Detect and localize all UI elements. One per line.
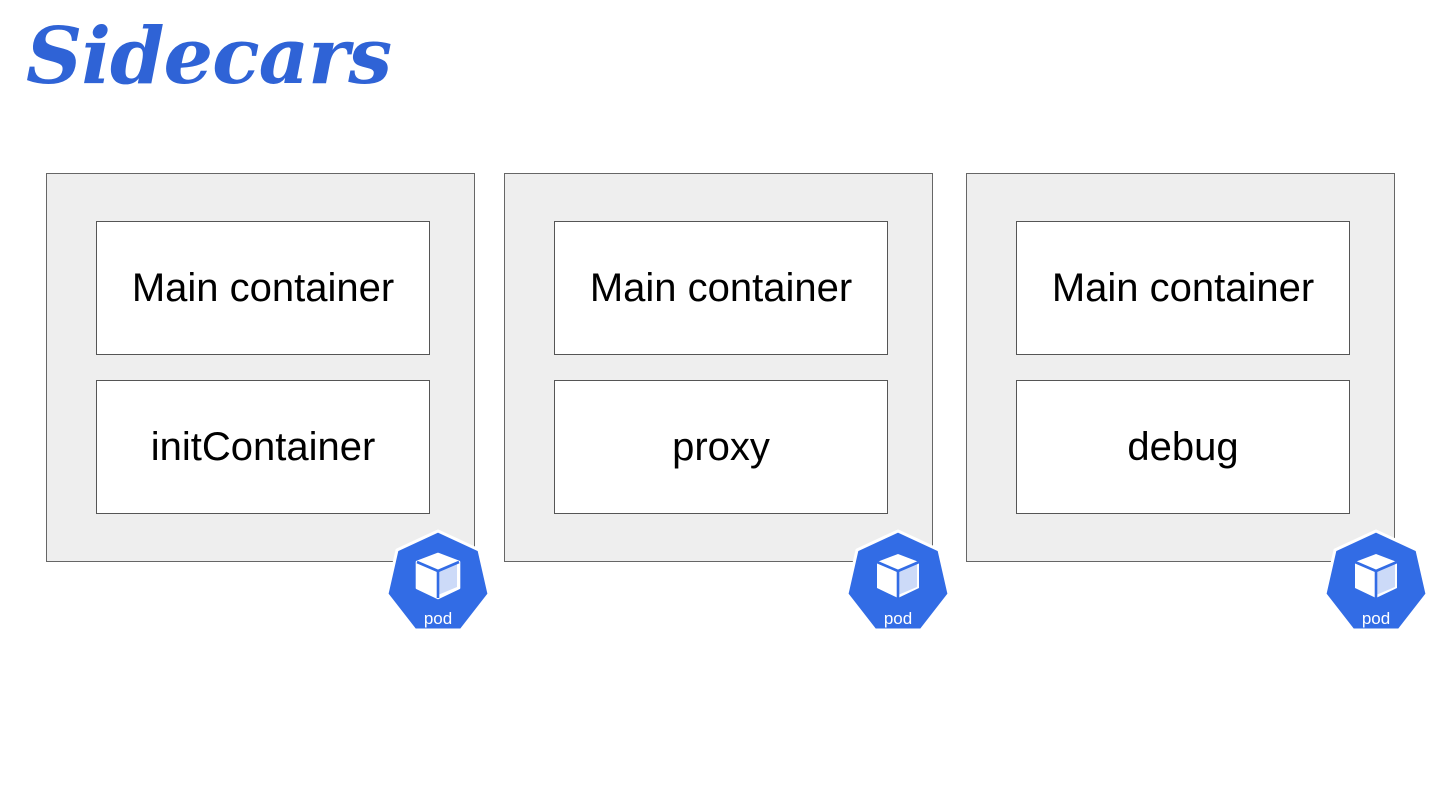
main-container-box: Main container	[554, 221, 888, 355]
main-container-box: Main container	[1016, 221, 1350, 355]
kubernetes-pod-icon: pod	[384, 528, 492, 634]
debug-container-box: debug	[1016, 380, 1350, 514]
pod-panel-debug: Main container debug	[966, 173, 1395, 562]
pod-panel-proxy: Main container proxy	[504, 173, 933, 562]
pod-icon-label: pod	[424, 609, 452, 628]
pod-icon-label: pod	[1362, 609, 1390, 628]
kubernetes-pod-icon: pod	[844, 528, 952, 634]
main-container-box: Main container	[96, 221, 430, 355]
page-title: Sidecars	[26, 11, 392, 102]
init-container-box: initContainer	[96, 380, 430, 514]
pod-icon-label: pod	[884, 609, 912, 628]
pod-panel-init: Main container initContainer	[46, 173, 475, 562]
proxy-container-box: proxy	[554, 380, 888, 514]
kubernetes-pod-icon: pod	[1322, 528, 1430, 634]
